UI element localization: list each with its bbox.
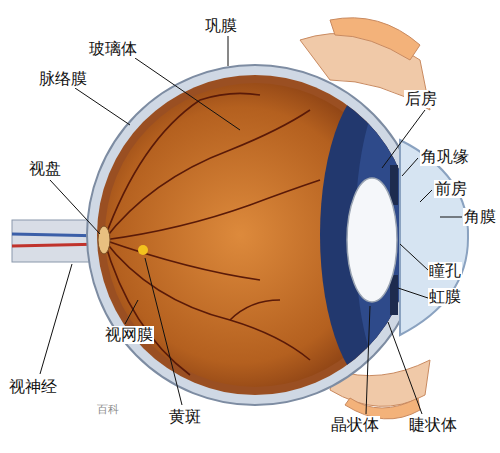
part-label: 睫状体: [408, 416, 458, 434]
part-label: 巩膜: [204, 17, 238, 35]
part-label: 视神经: [8, 378, 58, 396]
part-label: 视网膜: [104, 326, 154, 344]
part-label: 后房: [404, 90, 438, 108]
part-label: 角膜: [463, 208, 497, 226]
part-label: 角巩缘: [420, 148, 470, 166]
watermark: 百科: [96, 404, 120, 416]
part-label: 前房: [434, 180, 468, 198]
part-label: 黄斑: [168, 408, 202, 426]
part-label: 脉络膜: [38, 70, 88, 88]
part-label: 虹膜: [428, 288, 462, 306]
part-label: 瞳孔: [428, 262, 462, 280]
part-label: 晶状体: [330, 416, 380, 434]
part-label: 视盘: [28, 160, 62, 178]
part-label: 玻璃体: [88, 40, 138, 58]
